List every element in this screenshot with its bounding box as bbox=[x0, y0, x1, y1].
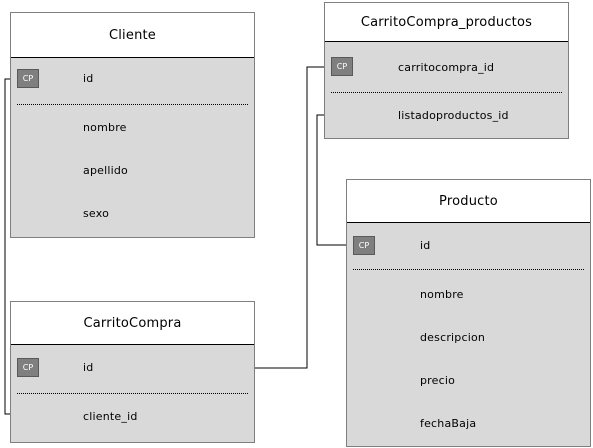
primary-key-badge: CP bbox=[17, 358, 39, 377]
entity-header: Producto bbox=[347, 180, 590, 223]
entity-title: Cliente bbox=[108, 27, 157, 43]
entity-title: CarritoCompra_productos bbox=[360, 14, 533, 30]
field-fechabaja: fechaBaja bbox=[420, 417, 477, 430]
entity-header: Cliente bbox=[11, 13, 254, 58]
key-separator bbox=[331, 92, 562, 93]
field-sexo: sexo bbox=[83, 207, 110, 220]
key-separator bbox=[17, 104, 248, 105]
field-listadoproductos-id: listadoproductos_id bbox=[398, 109, 509, 122]
field-id: id bbox=[420, 239, 431, 252]
field-cliente-id: cliente_id bbox=[83, 410, 138, 423]
primary-key-badge: CP bbox=[331, 57, 353, 76]
field-carritocompra-id: carritocompra_id bbox=[398, 61, 495, 74]
primary-key-badge: CP bbox=[353, 236, 375, 255]
carritocompra-to-productos-line bbox=[250, 66, 331, 369]
field-descripcion: descripcion bbox=[420, 331, 486, 344]
entity-title: Producto bbox=[439, 193, 498, 209]
entity-cliente[interactable]: Cliente CP id nombre apellido sexo bbox=[10, 12, 255, 238]
field-apellido: apellido bbox=[83, 164, 128, 177]
entity-header: CarritoCompra_productos bbox=[325, 3, 568, 42]
field-precio: precio bbox=[420, 374, 456, 387]
field-nombre: nombre bbox=[420, 288, 464, 301]
field-id: id bbox=[83, 361, 94, 374]
entity-carritocompra[interactable]: CarritoCompra CP id cliente_id bbox=[10, 301, 255, 443]
entity-carritocompra-productos[interactable]: CarritoCompra_productos CP carritocompra… bbox=[324, 2, 569, 139]
entity-title: CarritoCompra bbox=[83, 315, 182, 331]
key-separator bbox=[17, 393, 248, 394]
entity-producto[interactable]: Producto CP id nombre descripcion precio… bbox=[346, 179, 591, 447]
primary-key-badge: CP bbox=[17, 69, 39, 88]
key-separator bbox=[353, 269, 584, 270]
field-id: id bbox=[83, 72, 94, 85]
entity-header: CarritoCompra bbox=[11, 302, 254, 345]
field-nombre: nombre bbox=[83, 121, 127, 134]
